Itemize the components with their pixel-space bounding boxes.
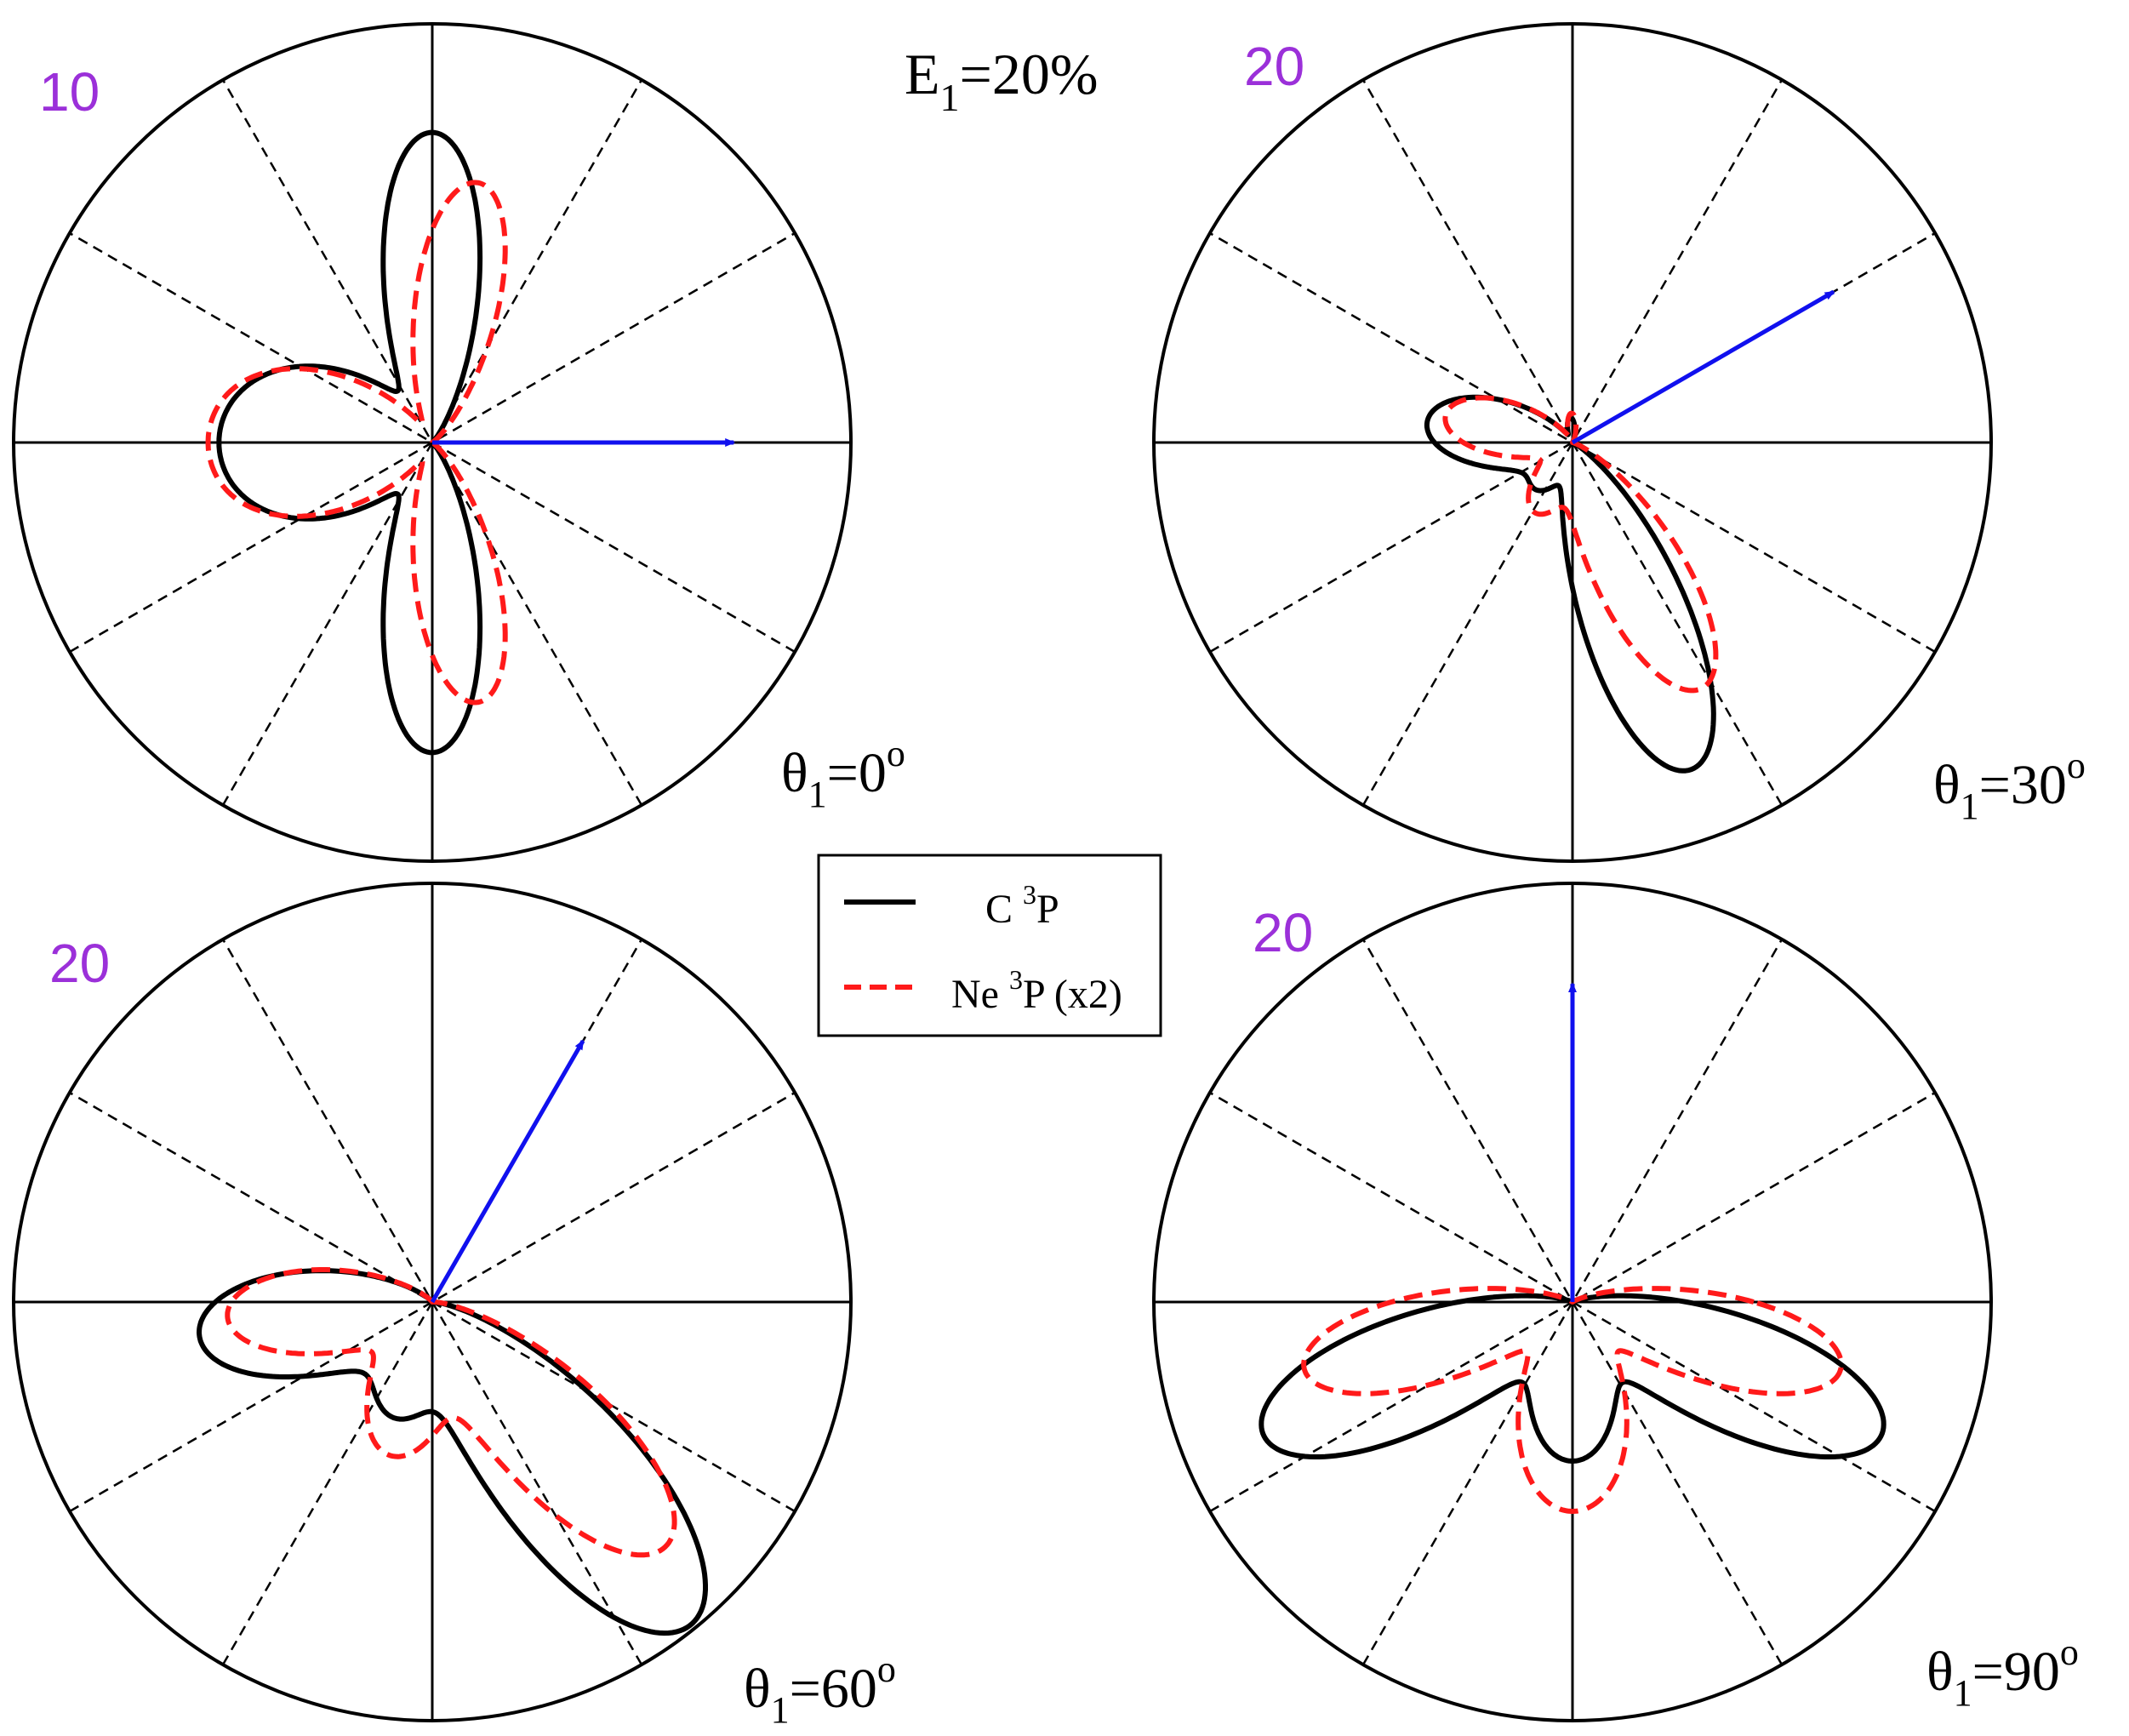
legend-c3p-post: P	[1036, 887, 1059, 932]
legend: C 3P Ne 3P (x2)	[817, 854, 1162, 1037]
panel-1-scale-label: 10	[39, 61, 100, 123]
panel-1-series-ne3p	[205, 180, 508, 705]
panel-3-scale-label: 20	[49, 933, 110, 994]
legend-c3p-sup: 3	[1023, 879, 1036, 910]
panel-3-theta-label: θ1=60o	[744, 1648, 896, 1731]
polar-panel-2: 20 θ1=30o	[1152, 22, 2086, 863]
panel-2-theta-label: θ1=30o	[1933, 745, 2086, 827]
panel-3-theta-sub: 1	[771, 1689, 790, 1731]
panel-3-series-c3p	[197, 1268, 708, 1636]
panel-3-theta-sup: o	[877, 1648, 896, 1690]
panel-2-curves	[1424, 394, 1719, 774]
panel-1-theta-sub: 1	[808, 774, 827, 815]
energy-label-sub: 1	[940, 76, 960, 119]
legend-label-c3p: C 3P	[985, 879, 1059, 932]
legend-ne3p-sup: 3	[1009, 964, 1023, 995]
polar-panel-1: 10 θ1=0o	[12, 22, 905, 863]
panel-4-theta-eq: =90	[1972, 1641, 2060, 1703]
panel-1-frame	[12, 22, 853, 863]
energy-label-main: E	[905, 42, 940, 106]
panel-1-theta-eq: =0	[827, 742, 887, 804]
panel-4-theta-label: θ1=90o	[1926, 1631, 2079, 1714]
panel-4-theta-sym: θ	[1926, 1641, 1954, 1703]
panel-3-theta-sym: θ	[744, 1658, 771, 1720]
panel-4-theta-sub: 1	[1954, 1672, 1972, 1714]
panel-3-series-ne3p	[225, 1267, 677, 1558]
panel-3-frame	[12, 882, 853, 1722]
panel-2-series-ne3p	[1442, 395, 1719, 694]
panel-4-scale-label: 20	[1253, 902, 1313, 963]
panel-4-frame	[1152, 882, 1993, 1722]
energy-label: E1=20%	[905, 42, 1099, 119]
panel-3-curves	[197, 1267, 708, 1636]
legend-ne3p-post: P (x2)	[1023, 972, 1122, 1017]
panel-1-theta-sym: θ	[781, 742, 808, 804]
panel-2-series-c3p	[1424, 394, 1716, 774]
panel-2-scale-label: 20	[1244, 36, 1304, 97]
legend-label-ne3p: Ne 3P (x2)	[951, 964, 1122, 1017]
panel-4-theta-sup: o	[2060, 1631, 2079, 1673]
panel-2-theta-sym: θ	[1933, 754, 1961, 816]
polar-panel-4: 20 θ1=90o	[1152, 882, 2079, 1722]
polar-panel-3: 20 θ1=60o	[12, 882, 896, 1731]
panel-1-curves	[205, 129, 508, 756]
legend-box	[817, 854, 1162, 1037]
panel-2-theta-sub: 1	[1961, 785, 1979, 827]
panel-3-theta-eq: =60	[790, 1658, 877, 1720]
legend-c3p-pre: C	[985, 887, 1023, 932]
panel-3-field-arrow	[430, 1039, 585, 1304]
panel-1-series-c3p	[216, 129, 483, 756]
panel-2-field-arrow	[1571, 289, 1835, 445]
panel-2-theta-eq: =30	[1979, 754, 2067, 816]
panel-1-theta-sup: o	[887, 733, 905, 774]
energy-label-rest: =20%	[960, 42, 1099, 106]
panel-1-theta-label: θ1=0o	[781, 733, 905, 815]
legend-ne3p-pre: Ne	[951, 972, 1009, 1017]
panel-2-frame	[1152, 22, 1993, 863]
panel-2-theta-sup: o	[2067, 745, 2086, 786]
